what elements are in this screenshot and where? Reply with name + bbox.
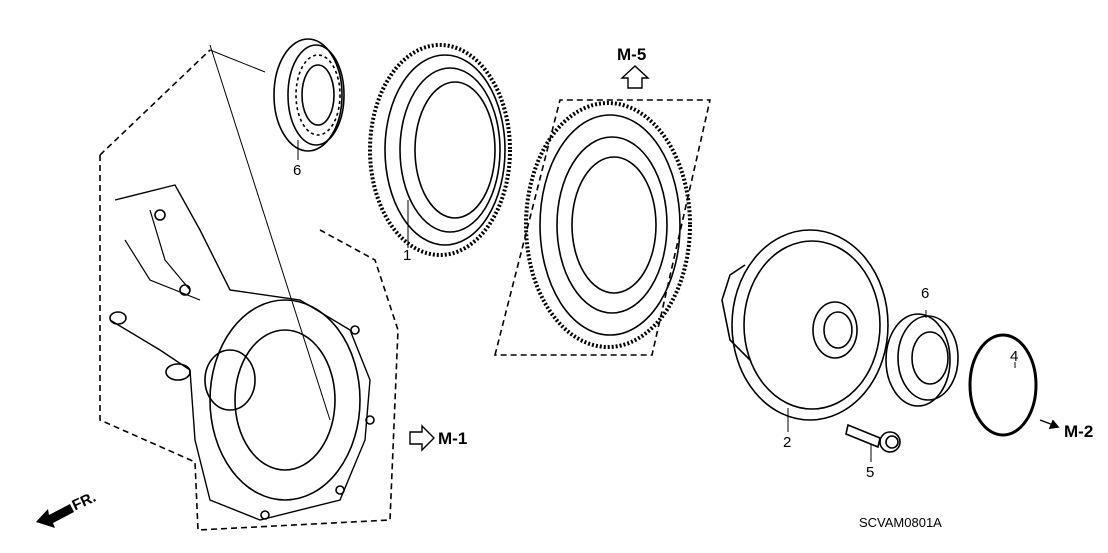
front-direction-arrow xyxy=(36,504,74,528)
reference-m1[interactable]: M-1 xyxy=(438,429,468,448)
callout-snap-ring: 4 xyxy=(1010,348,1019,365)
final-driven-gear-drawing xyxy=(368,43,512,257)
reference-m5[interactable]: M-5 xyxy=(617,45,647,64)
m2-arrow xyxy=(1039,419,1060,429)
bearing-right-drawing xyxy=(885,310,959,407)
m1-hollow-right-arrow xyxy=(409,424,435,452)
snap-ring-drawing xyxy=(968,333,1038,437)
transmission-housing xyxy=(99,44,399,531)
m5-gear-drawing xyxy=(493,99,712,356)
callout-flange-bolt: 5 xyxy=(866,464,875,481)
flange-bolt-drawing xyxy=(845,423,901,462)
callout-differential-assembly: 2 xyxy=(783,434,792,451)
differential-assembly-drawing xyxy=(721,229,889,432)
callout-final-driven-gear: 1 xyxy=(403,247,412,264)
bearing-top-drawing xyxy=(273,38,345,160)
m5-hollow-up-arrow xyxy=(620,65,650,89)
callout-bearing-top: 6 xyxy=(293,162,302,179)
callout-bearing-right: 6 xyxy=(921,285,930,302)
reference-m2[interactable]: M-2 xyxy=(1064,422,1094,441)
diagram-code: SCVAM0801A xyxy=(859,515,942,530)
